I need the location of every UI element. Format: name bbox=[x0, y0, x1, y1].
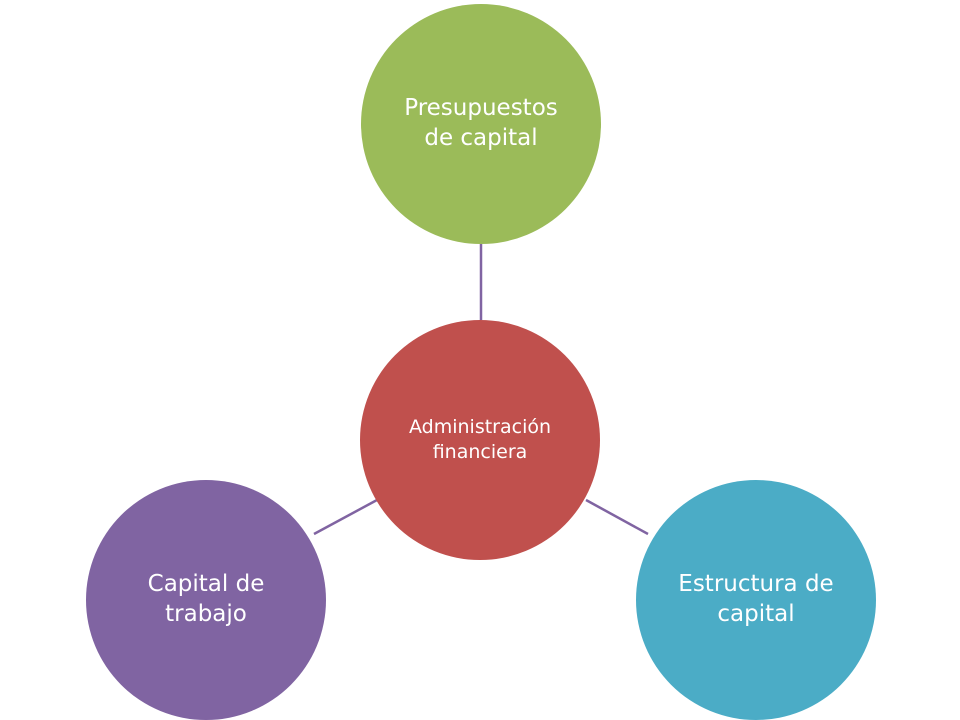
connector-right bbox=[585, 498, 649, 536]
node-presupuestos-de-capital: Presupuestos de capital bbox=[361, 4, 601, 244]
node-label-left: Capital de trabajo bbox=[147, 571, 265, 627]
node-label-right: Estructura de capital bbox=[678, 571, 834, 627]
node-capital-de-trabajo: Capital de trabajo bbox=[86, 480, 326, 720]
center-node-label: Administración financiera bbox=[408, 416, 552, 463]
node-estructura-de-capital: Estructura de capital bbox=[636, 480, 876, 720]
connector-left bbox=[313, 498, 378, 536]
node-label-top: Presupuestos de capital bbox=[404, 95, 558, 151]
node-administracion-financiera: Administración financiera bbox=[360, 320, 600, 560]
